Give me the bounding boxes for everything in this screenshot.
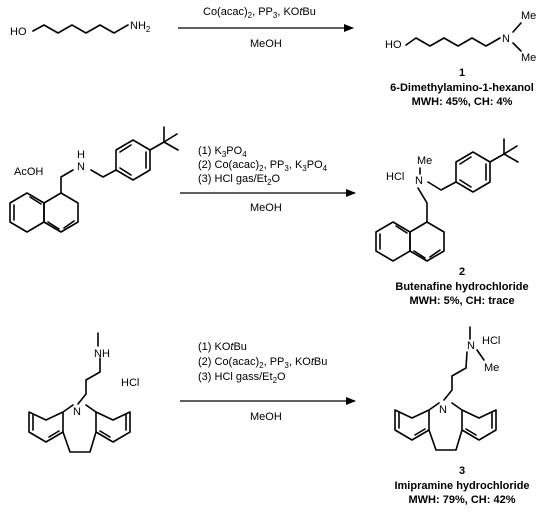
reactant-3-nh-label: NH bbox=[94, 348, 110, 360]
reaction-2-condition-2: (2) Co(acac)2, PP3, K3PO4 bbox=[198, 159, 328, 173]
product-2-structure: HCl Me N bbox=[375, 138, 519, 262]
compound-1-name: 6-Dimethylamino-1-hexanol bbox=[390, 82, 534, 94]
reaction-3-condition-2: (2) Co(acac)2, PP3, KOtBu bbox=[198, 356, 327, 370]
hcl-label: HCl bbox=[386, 171, 404, 183]
amine-nitrogen-label: N bbox=[467, 340, 475, 352]
reaction-2-condition-1: (1) K3PO4 bbox=[198, 145, 247, 159]
product-2-nitrogen-label: N bbox=[415, 175, 423, 187]
product-1-structure: HO N Me Me bbox=[385, 10, 536, 64]
reactant-2-structure: AcOH N H bbox=[9, 126, 179, 233]
acetic-acid-label: AcOH bbox=[14, 166, 43, 178]
reactant-1-hexanolamine: HO NH2 bbox=[10, 20, 151, 38]
product-3-structure: N HCl Me N bbox=[394, 326, 500, 451]
amine-h-label: H bbox=[77, 149, 85, 161]
reaction-3-condition-3: (3) HCl gass/Et2O bbox=[198, 371, 286, 385]
reactant-3-structure: HCl NH N bbox=[28, 332, 139, 453]
reaction-3-condition-1: (1) KOtBu bbox=[198, 341, 247, 353]
compound-2-yield: MWH: 5%, CH: trace bbox=[409, 295, 514, 307]
product-3-hcl-label: HCl bbox=[482, 335, 500, 347]
compound-1-yield: MWH: 45%, CH: 4% bbox=[412, 96, 513, 108]
reaction-2-solvent: MeOH bbox=[250, 202, 282, 214]
compound-3-name: Imipramine hydrochloride bbox=[394, 480, 529, 492]
product-3-ring-nitrogen-label: N bbox=[439, 404, 447, 416]
product-1-nitrogen-label: N bbox=[502, 33, 510, 45]
reaction-1-conditions: Co(acac)2, PP3, KOtBu bbox=[203, 6, 316, 20]
reaction-2: AcOH N H (1) K3PO4 (2) Co(acac)2, bbox=[9, 126, 529, 307]
product-2-methyl-label: Me bbox=[417, 155, 432, 167]
product-1-methyl-bottom: Me bbox=[521, 52, 536, 64]
reaction-1-solvent: MeOH bbox=[250, 38, 282, 50]
amine-label: NH2 bbox=[130, 20, 151, 34]
compound-1-number: 1 bbox=[459, 67, 465, 79]
compound-3-number: 3 bbox=[459, 465, 465, 477]
compound-2-name: Butenafine hydrochloride bbox=[395, 281, 528, 293]
ring-nitrogen-label: N bbox=[73, 406, 81, 418]
amine-n-label: N bbox=[77, 161, 85, 173]
reactant-3-hcl-label: HCl bbox=[121, 377, 139, 389]
hydroxyl-label: HO bbox=[10, 26, 27, 38]
compound-3-yield: MWH: 79%, CH: 42% bbox=[409, 494, 516, 506]
compound-2-number: 2 bbox=[459, 266, 465, 278]
reaction-2-condition-3: (3) HCl gas/Et2O bbox=[198, 173, 281, 187]
product-1-methyl-top: Me bbox=[521, 10, 536, 22]
product-1-hydroxyl-label: HO bbox=[385, 39, 402, 51]
reaction-3-solvent: MeOH bbox=[250, 411, 282, 423]
reaction-3: HCl NH N (1) KOtBu (2) Co(acac)2, PP3, K… bbox=[28, 326, 530, 506]
product-3-methyl-label: Me bbox=[484, 362, 499, 374]
reaction-1: HO NH2 Co(acac)2, PP3, KOtBu MeOH HO N M… bbox=[10, 6, 536, 108]
